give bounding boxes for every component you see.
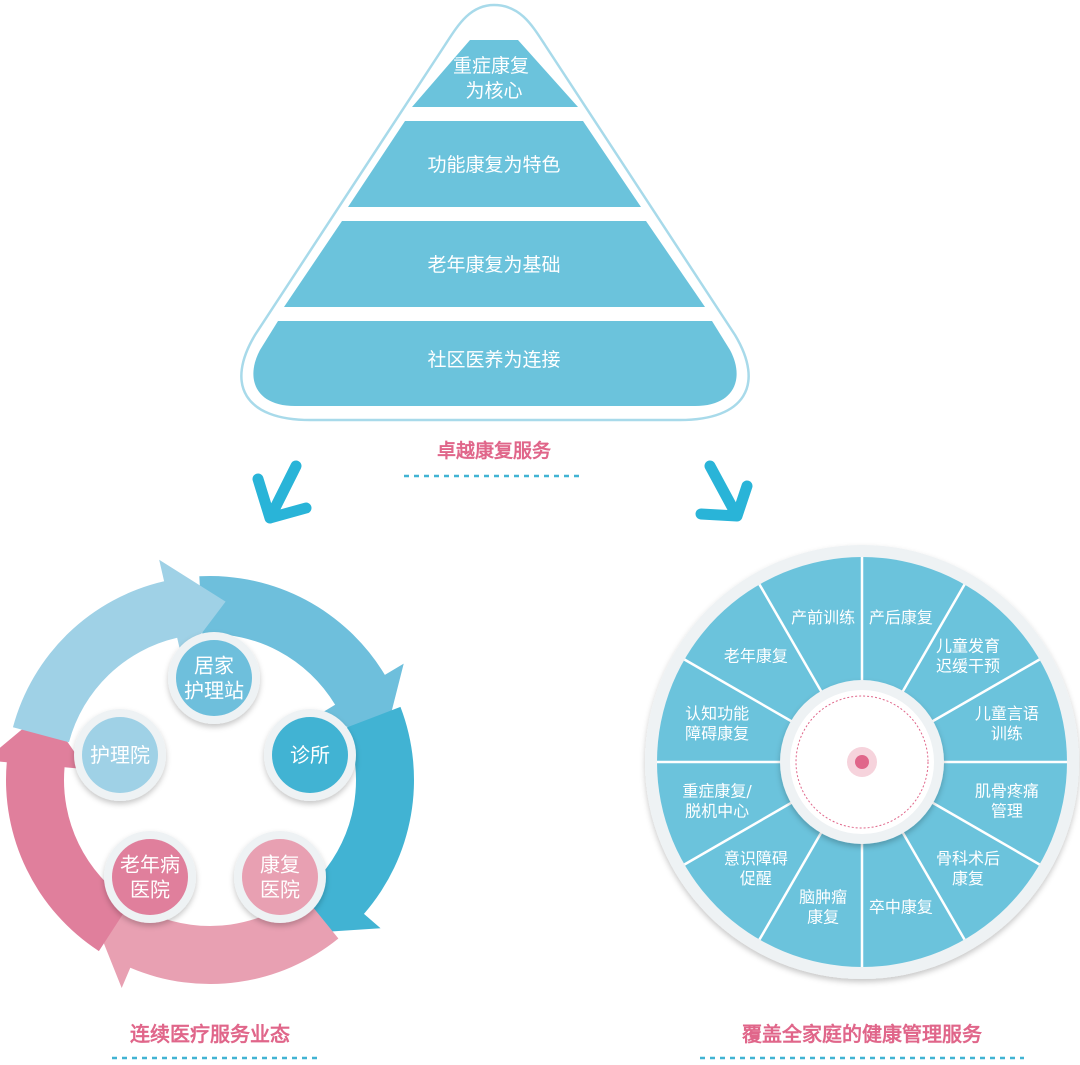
cycle-node-home <box>176 640 252 716</box>
wheel-segment-label-3: 儿童言语训练 <box>975 704 1039 743</box>
pyramid-tier-4-label: 社区医养为连接 <box>427 349 560 371</box>
wheel-divider-2 <box>899 583 966 696</box>
cycle-node-rehab-label: 康复医院 <box>260 853 300 902</box>
wheel-segment-label-12: 产前训练 <box>791 608 855 627</box>
wheel-caption: 覆盖全家庭的健康管理服务 <box>741 1022 983 1046</box>
pyramid-tier-4-shape <box>253 321 737 406</box>
wheel-segment-label-7: 脑肿瘤康复 <box>799 888 847 927</box>
cycle-node-clinic <box>272 717 348 793</box>
cycle-node-rehab <box>242 839 318 915</box>
wheel-divider-11 <box>683 658 796 725</box>
wheel-segment-label-9: 重症康复/脱机中心 <box>682 782 752 821</box>
cycle-node-nursing-label: 护理院 <box>90 743 150 767</box>
pyramid-tier-3-label: 老年康复为基础 <box>427 254 560 276</box>
pyramid-group: 重症康复 为核心 功能康复为特色 老年康复为基础 社区医养为连接 卓越康复服务 <box>240 3 750 478</box>
cycle-node-geriatric-label: 老年病医院 <box>120 853 180 902</box>
pyramid-tier-1-label: 重症康复 为核心 <box>453 55 535 102</box>
arrow-down-right-icon <box>695 460 753 522</box>
pyramid-tier-2-shape <box>348 121 641 207</box>
wheel-segment-label-8: 意识障碍促醒 <box>724 849 788 888</box>
wheel-divider-9 <box>683 799 796 866</box>
cycle-arrow-1 <box>199 576 404 740</box>
cycle-arrow-4 <box>0 710 131 952</box>
wheel-segment-label-10: 认知功能障碍康复 <box>685 704 749 743</box>
wheel-segment-label-4: 肌骨疼痛管理 <box>975 782 1039 821</box>
wheel-divider-12 <box>758 583 825 696</box>
cycle-node-clinic-label: 诊所 <box>290 743 330 767</box>
cycle-node-home-label: 居家护理站 <box>184 654 244 703</box>
cycle-arrow-2 <box>302 706 414 934</box>
wheel-divider-3 <box>928 658 1041 725</box>
wheel-segment-label-5: 骨科术后康复 <box>936 849 1000 888</box>
wheel-center-dot <box>855 755 869 769</box>
wheel-segment-label-11: 老年康复 <box>724 647 788 666</box>
pyramid-tier-3-shape <box>284 221 705 307</box>
pyramid-caption: 卓越康复服务 <box>437 439 552 462</box>
cycle-node-geriatric <box>112 839 188 915</box>
pyramid-tier-2-label: 功能康复为特色 <box>427 154 560 176</box>
cycle-node-nursing <box>82 717 158 793</box>
cycle-arrow-5 <box>12 559 226 743</box>
pyramid-tier-1-shape <box>412 40 578 107</box>
cycle-caption: 连续医疗服务业态 <box>130 1022 290 1046</box>
wheel-divider-5 <box>928 799 1041 866</box>
wheel-segment-label-1: 产后康复 <box>869 608 933 627</box>
wheel-divider-6 <box>899 828 966 941</box>
wheel-segment-label-6: 卒中康复 <box>869 898 933 917</box>
wheel-segment-label-2: 儿童发育迟缓干预 <box>936 637 1000 676</box>
arrow-down-left-icon <box>252 460 312 524</box>
wheel-hub-dotted-ring <box>795 695 929 829</box>
wheel-divider-8 <box>758 828 825 941</box>
pyramid-outline <box>240 3 750 422</box>
